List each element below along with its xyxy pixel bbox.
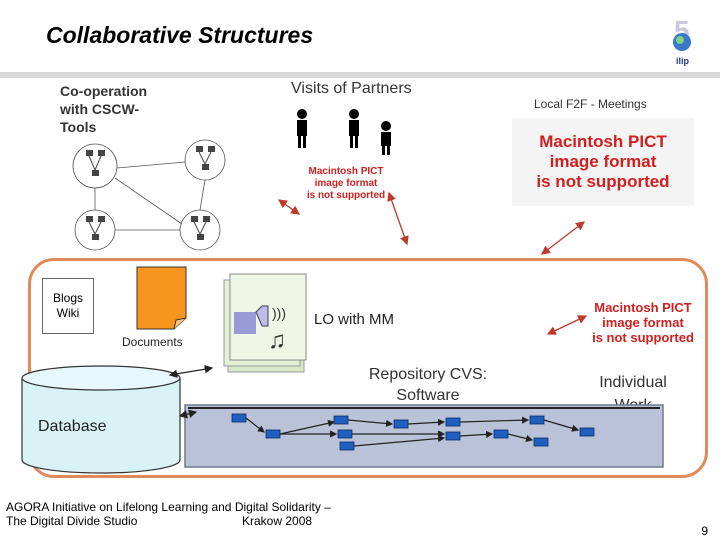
blogs-wiki-label: Blogs Wiki xyxy=(52,291,84,320)
lo-label: LO with MM xyxy=(314,311,395,328)
database-label: Database xyxy=(38,418,107,435)
black-double-arrows xyxy=(168,365,214,419)
ilip-logo: 5 ilip xyxy=(664,14,710,66)
footer-studio: The Digital Divide Studio xyxy=(6,514,138,528)
svg-text:))): ))) xyxy=(272,305,286,321)
blogs-wiki-box: Blogs Wiki xyxy=(42,278,94,334)
header-divider xyxy=(0,72,720,78)
red-double-arrows xyxy=(277,191,588,335)
logo-text: ilip xyxy=(676,56,690,66)
documents-label: Documents xyxy=(122,335,183,349)
visits-label: Visits of Partners xyxy=(291,80,412,97)
f2f-label: Local F2F - Meetings xyxy=(534,97,647,111)
collaboration-frame xyxy=(28,258,708,478)
cscw-label: Co-operation with CSCW-Tools xyxy=(60,83,148,135)
learning-object-icon: ))) ♫ xyxy=(223,273,307,373)
footer-place-date: Krakow 2008 xyxy=(242,514,313,528)
repository-label: Repository CVS: Software xyxy=(368,366,488,404)
cscw-network-diagram xyxy=(72,139,226,251)
footer-line-2: The Digital Divide Studio Krakow 2008 xyxy=(6,514,336,528)
svg-text:♫: ♫ xyxy=(268,327,286,354)
repository-diagram xyxy=(184,404,664,468)
footer-text: AGORA Initiative on Lifelong Learning an… xyxy=(6,500,336,528)
slide-title: Collaborative Structures xyxy=(46,22,314,48)
database-cylinder xyxy=(21,365,181,474)
footer-line-1: AGORA Initiative on Lifelong Learning an… xyxy=(6,500,331,514)
document-icon xyxy=(136,266,187,330)
page-number: 9 xyxy=(701,524,708,538)
partner-figures xyxy=(297,109,391,155)
